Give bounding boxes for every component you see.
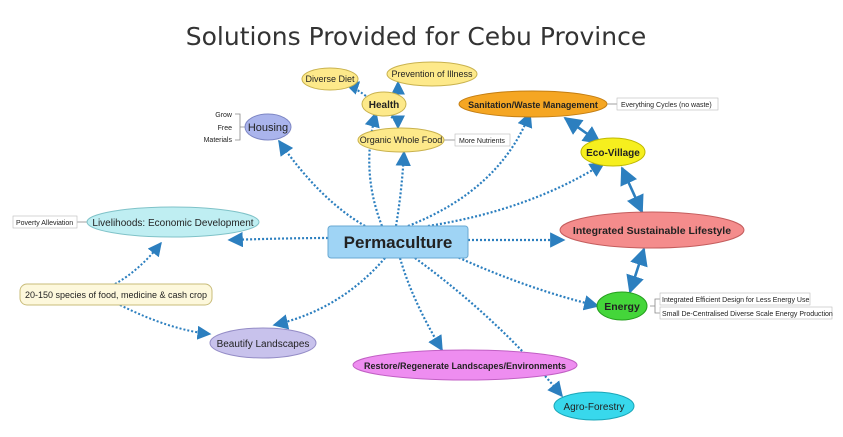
connector-permaculture-energy	[454, 254, 600, 311]
node-beautify-label: Beautify Landscapes	[217, 339, 310, 350]
connector-permaculture-restore	[398, 257, 443, 352]
node-health-label: Health	[369, 100, 400, 111]
node-integrated-lifestyle[interactable]: Integrated Sustainable Lifestyle	[559, 211, 745, 249]
node-diverse-diet[interactable]: Diverse Diet	[301, 67, 359, 91]
note-energy-design-box	[659, 292, 811, 306]
connector-permaculture-ecovillage	[427, 162, 606, 228]
node-permaculture[interactable]: Permaculture	[327, 225, 469, 259]
node-prevention-label: Prevention of Illness	[391, 69, 473, 79]
node-health[interactable]: Health	[361, 91, 407, 117]
node-permaculture-label: Permaculture	[344, 233, 453, 252]
connector-permaculture-organic	[394, 150, 411, 227]
connector-permaculture-housing	[278, 139, 366, 227]
note-energy-design: Integrated Efficient Design for Less Ene…	[662, 297, 809, 304]
connector-permaculture-livelihoods	[227, 231, 329, 248]
diagram-title: Solutions Provided for Cebu Province	[186, 22, 646, 51]
node-housing-label: Housing	[248, 122, 288, 134]
node-organic-food[interactable]: Organic Whole Food	[357, 127, 445, 153]
note-more-nutrients-box	[454, 133, 511, 147]
node-restore[interactable]: Restore/Regenerate Landscapes/Environmen…	[352, 349, 578, 381]
note-poverty-box	[12, 215, 78, 229]
connector-species-beautify	[119, 304, 212, 340]
node-sanitation[interactable]: Sanitation/Waste Management	[458, 90, 608, 118]
link-ecovillage-integrated	[620, 166, 644, 214]
node-eco-village[interactable]: Eco-Village	[580, 137, 646, 167]
node-livelihoods-label: Livelihoods: Economic Development	[92, 218, 253, 229]
node-beautify[interactable]: Beautify Landscapes	[209, 327, 317, 359]
link-sanitation-ecovillage	[563, 116, 602, 145]
node-energy-label: Energy	[604, 301, 640, 313]
node-agro-forestry[interactable]: Agro-Forestry	[553, 391, 635, 421]
node-agro-forestry-label: Agro-Forestry	[563, 402, 624, 413]
connector-permaculture-sanitation	[407, 111, 533, 228]
node-organic-food-label: Organic Whole Food	[360, 135, 443, 145]
connector-species-livelihoods	[114, 241, 162, 285]
notes: Grow Free Materials More Nutrients Every…	[12, 97, 833, 320]
link-integrated-energy	[626, 247, 648, 294]
node-species-label: 20-150 species of food, medicine & cash …	[25, 290, 207, 300]
connector-permaculture-beautify	[272, 257, 386, 330]
node-energy[interactable]: Energy	[596, 291, 648, 321]
note-free: Free	[218, 125, 233, 132]
node-housing[interactable]: Housing	[244, 113, 292, 141]
node-livelihoods[interactable]: Livelihoods: Economic Development	[86, 206, 260, 238]
note-energy-production-box	[659, 306, 833, 320]
node-prevention[interactable]: Prevention of Illness	[386, 61, 478, 87]
node-restore-label: Restore/Regenerate Landscapes/Environmen…	[364, 361, 566, 371]
note-energy-production: Small De-Centralised Diverse Scale Energ…	[662, 311, 833, 318]
node-integrated-lifestyle-label: Integrated Sustainable Lifestyle	[573, 225, 731, 237]
note-everything-cycles-box	[616, 97, 719, 111]
note-materials: Materials	[204, 137, 233, 144]
note-grow: Grow	[215, 112, 233, 119]
node-species[interactable]: 20-150 species of food, medicine & cash …	[19, 283, 213, 306]
node-sanitation-label: Sanitation/Waste Management	[468, 100, 598, 110]
note-more-nutrients: More Nutrients	[459, 138, 505, 145]
note-poverty: Poverty Alleviation	[16, 220, 73, 227]
node-eco-village-label: Eco-Village	[586, 148, 640, 159]
connector-permaculture-health	[364, 111, 384, 227]
note-everything-cycles: Everything Cycles (no waste)	[621, 102, 712, 109]
energy-notes-bracket	[650, 298, 660, 314]
node-diverse-diet-label: Diverse Diet	[305, 74, 355, 84]
connector-permaculture-agroforestry	[414, 257, 563, 398]
